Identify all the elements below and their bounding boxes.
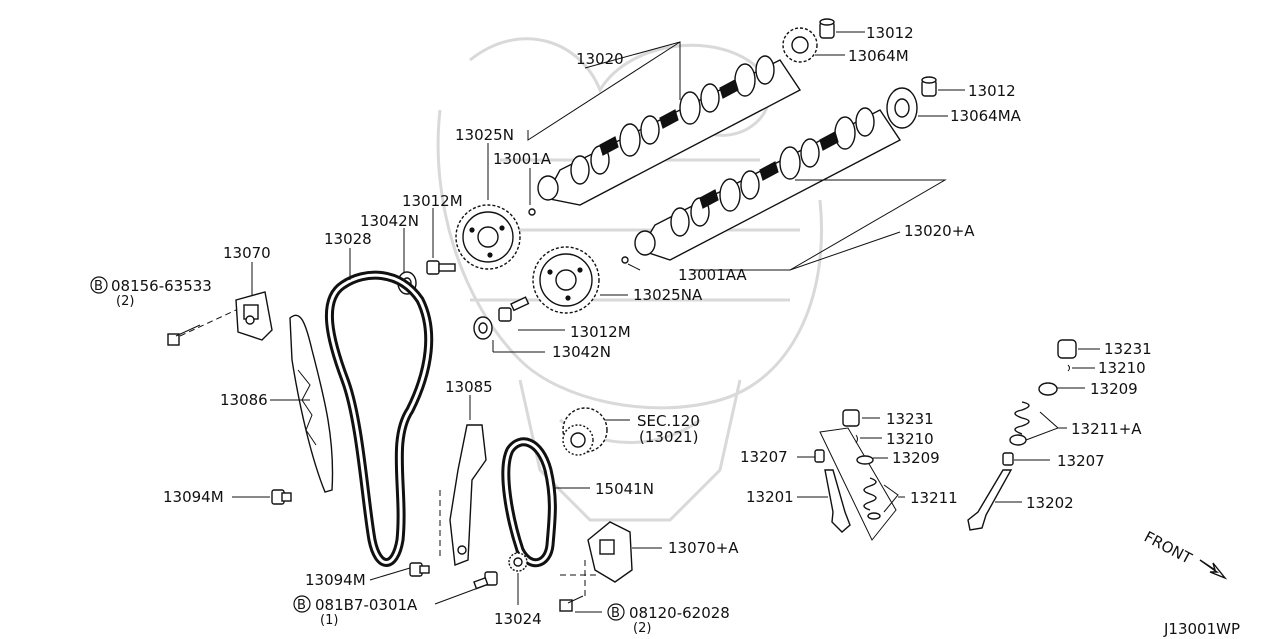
label-08156-63533: 08156-63533 [111,277,212,295]
bolt-callout-081B7: B 081B7-0301A (1) [293,595,418,628]
bolt-08120-62028 [559,595,584,612]
bolt-13094M-left [271,489,292,505]
washer-13042N-low [473,316,493,340]
label-13086: 13086 [220,391,268,409]
label-13094M-low: 13094M [305,571,366,589]
label-13020A: 13020+A [904,222,975,240]
leader-lines [232,31,1100,613]
diagram-code: J13001WP [1163,620,1240,638]
label-13025N: 13025N [455,126,514,144]
sprocket-13025NA [532,246,600,314]
label-13210-a: 13210 [886,430,934,448]
tensioner-13070A [560,521,633,600]
sprocket-13064MA [886,87,918,129]
label-08120-qty: (2) [633,621,651,636]
camshaft-upper [537,55,802,206]
label-08156-qty: (2) [116,294,134,309]
sprocket-13064M [782,27,818,63]
label-13211A: 13211+A [1071,420,1142,438]
label-13211: 13211 [910,489,958,507]
bolt-08156-63533 [167,324,201,346]
bolt-callout-08156: B 08156-63533 (2) [90,276,212,309]
valve-group-intake [967,339,1077,531]
part-labels: 13012 13064M 13020 13012 13064MA 13025N … [90,24,1240,638]
label-13012-mid: 13012 [968,82,1016,100]
label-13231-a: 13231 [886,410,934,428]
label-13001A: 13001A [493,150,552,168]
label-13201: 13201 [746,488,794,506]
label-13202: 13202 [1026,494,1074,512]
guide-13086 [289,314,334,493]
label-13012M-low: 13012M [570,323,631,341]
label-13012-top: 13012 [866,24,914,42]
label-sec120-ref: (13021) [639,428,698,446]
label-13064M: 13064M [848,47,909,65]
bolt-13012M-top [426,260,456,275]
guide-13085 [439,424,487,566]
label-13042N-top: 13042N [360,212,419,230]
bolt-marker-b3: B [611,606,620,621]
bolt-13094M-low [409,562,430,577]
front-direction-indicator [1199,559,1228,580]
label-13020: 13020 [576,50,624,68]
bolt-13012-mid [921,76,937,97]
bolt-callout-08120: B 08120-62028 (2) [607,603,730,636]
label-13070: 13070 [223,244,271,262]
valve-group-exhaust [814,409,897,541]
tensioner-13070 [179,291,273,341]
label-sec120: SEC.120 [637,412,700,430]
label-13042N-low: 13042N [552,343,611,361]
timing-chain-13028 [324,270,434,567]
label-15041N: 15041N [595,480,654,498]
label-13024: 13024 [494,610,542,628]
label-front: FRONT [1141,528,1195,568]
pin-13001AA [621,256,629,264]
bolt-081B7-0301A [473,571,498,590]
timing-chain-15041N [501,437,557,567]
label-13210-b: 13210 [1098,359,1146,377]
label-13028: 13028 [324,230,372,248]
crank-sprocket-sec120 [562,407,608,456]
label-081B7-qty: (1) [320,613,338,628]
bolt-marker-b2: B [297,598,306,613]
label-13070A: 13070+A [668,539,739,557]
label-08120-62028: 08120-62028 [629,604,730,622]
bolt-13012M-low [498,296,530,322]
label-13085: 13085 [445,378,493,396]
camshaft-lower [634,107,902,261]
label-081B7-0301A: 081B7-0301A [315,596,418,614]
sprocket-13024 [508,552,528,572]
bolt-marker-b1: B [94,279,103,294]
bolt-13012-top [819,18,835,39]
pin-13001A [528,208,536,216]
label-13094M-left: 13094M [163,488,224,506]
label-13001AA: 13001AA [678,266,747,284]
label-13207-a: 13207 [740,448,788,466]
label-13209-a: 13209 [892,449,940,467]
label-13231-b: 13231 [1104,340,1152,358]
sprocket-13025N [455,204,521,270]
label-13209-b: 13209 [1090,380,1138,398]
label-13207-b: 13207 [1057,452,1105,470]
label-13012M-top: 13012M [402,192,463,210]
label-13064MA: 13064MA [950,107,1022,125]
label-13025NA: 13025NA [633,286,703,304]
